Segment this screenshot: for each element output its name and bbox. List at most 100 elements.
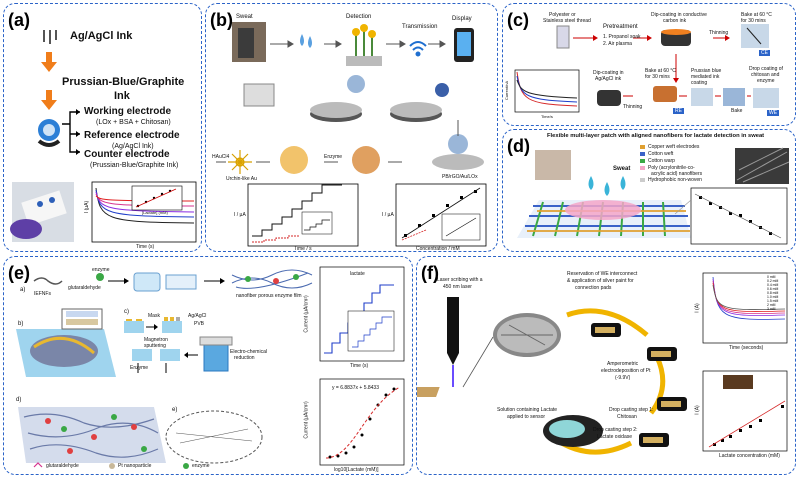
e-legend: lactate: [350, 271, 365, 277]
panel-d-graphics: [517, 145, 790, 245]
ink-dropper-icon: [43, 30, 57, 44]
f-res: Reservation of WE interconnect: [567, 271, 638, 277]
c-dipb: Ag/AgCl ink: [595, 76, 622, 82]
f-legend-item: 2 mM: [767, 303, 776, 307]
c-s4b: for 30 mins: [741, 18, 766, 24]
b-x2: Concentration / mM: [416, 246, 460, 252]
wifi-icon: [409, 41, 427, 57]
c-thin2: Thinning: [623, 104, 643, 110]
d-legend-4b: acrylic acid) nanofibers: [651, 171, 703, 177]
b-display: Display: [452, 16, 472, 22]
c-we: WE: [767, 110, 780, 116]
c-pbb: mediated ink: [691, 74, 720, 80]
c-dip: Dip-coating in: [593, 70, 624, 76]
e-glut: glutaraldehyde: [68, 285, 101, 291]
arrow-down-2: [41, 90, 57, 110]
f-drop2: Drop casting step 2:: [593, 427, 638, 433]
panel-c: (c) Polyester or Stainless steel thread …: [502, 3, 796, 126]
c-bake2b: for 30 mins: [645, 74, 670, 80]
d-legend-4: Poly (acrylonitrile-co-: [648, 165, 695, 171]
re-sub-label: (Ag/AgCl Ink): [112, 143, 154, 150]
d-legend-3: Cotton warp: [648, 158, 675, 164]
f-legend-item: 0.4 mM: [767, 283, 779, 287]
c-dropc: enzyme: [757, 78, 775, 84]
c-bake2: Bake at 60 °C: [645, 68, 676, 74]
b-urchin: Urchin-like Au: [226, 176, 257, 182]
f-plot2-x: Lactate concentration (mM): [719, 453, 780, 459]
c-dropb: chitosan and: [751, 72, 780, 78]
c-plot-x: Time/s: [541, 114, 553, 119]
e-key-3: enzyme: [192, 463, 210, 469]
e-enzyme2: Enzyme: [130, 365, 149, 371]
c-ce: CE: [759, 50, 770, 56]
e-sub-c: c): [124, 309, 129, 315]
panel-b: (b): [205, 3, 498, 252]
e-enzyme: enzyme: [92, 267, 110, 273]
c-re: RE: [673, 108, 684, 114]
d-sweat: Sweat: [613, 166, 631, 172]
ce-label: Counter electrode: [84, 149, 170, 160]
panel-a: (a) Ag/AgCl Ink Pru: [3, 3, 202, 252]
e-magnetron: Magnetron: [144, 337, 168, 343]
d-title: Flexible multi-layer patch with aligned …: [547, 133, 765, 139]
f-ampb: electrodeposition of Pt: [601, 368, 651, 374]
f-legend-item: 1.5 mM: [767, 299, 779, 303]
panel-b-graphics: [216, 22, 487, 247]
c-s3b: carbon ink: [663, 18, 687, 24]
panel-c-graphics: [514, 24, 779, 113]
b-sweat: Sweat: [236, 14, 253, 20]
b-enzyme: Enzyme: [324, 154, 343, 160]
f-drop2b: Lactate oxidase: [597, 434, 633, 440]
f-laserb: 450 nm laser: [443, 284, 472, 290]
c-s1b: Stainless steel thread: [543, 18, 591, 24]
b-y2: I / µA: [382, 212, 394, 218]
d-legend-2: Cotton weft: [648, 151, 674, 157]
f-legend: 0 mM 0.2 mM 0.4 mM 0.6 mM 0.8 mM 1.0 mM …: [767, 275, 778, 311]
f-laser: Laser scribing with a: [437, 277, 483, 283]
ink1-label: Ag/AgCl Ink: [70, 30, 133, 42]
panel-b-label: (b): [210, 10, 233, 30]
f-legend-item: 0.8 mM: [767, 291, 779, 295]
we-label: Working electrode: [84, 106, 172, 117]
f-plot1-x: Time (seconds): [729, 345, 764, 351]
e-agagcl: Ag/AgCl: [188, 313, 207, 319]
a-plot-ylabel: I (µA): [84, 200, 91, 214]
f-solb: applied to sensor: [507, 414, 546, 420]
b-detection: Detection: [346, 14, 372, 20]
panel-a-graphics: [10, 30, 197, 243]
c-s2a: 1. Propanol soak: [603, 34, 641, 40]
c-s4: Bake at 60 °C: [741, 12, 772, 18]
e-x2: log10[Lactate (mM)]: [334, 467, 379, 473]
e-y1: Current (µA/cm²): [303, 295, 310, 333]
electrode-icon: [37, 119, 61, 147]
c-pbc: coating: [691, 80, 708, 86]
urchin-au-graphic: [228, 150, 252, 174]
b-x1: Time / s: [294, 246, 312, 252]
b-product: PB/rGO/Au/LOx: [442, 174, 478, 180]
f-legend-item: 0 mM: [767, 275, 776, 279]
e-mask: Mask: [148, 313, 160, 319]
panel-c-label: (c): [507, 10, 529, 30]
e-x1: Time (s): [350, 363, 369, 369]
f-resc: connection pads: [575, 285, 612, 291]
a-inset-xlabel: [Lactate] (mM): [142, 210, 168, 215]
c-s2b: 2. Air plasma: [603, 41, 632, 47]
e-electro: Electro-chemical: [230, 349, 267, 355]
c-s3: Dip-coating in conductive: [651, 12, 707, 18]
e-sputtering: sputtering: [144, 343, 166, 349]
f-drop1b: Chitosan: [617, 414, 637, 420]
panel-e-label: (e): [8, 263, 30, 283]
we-sub-label: (LOx + BSA + Chitosan): [96, 119, 171, 126]
f-resb: & application of silver paint for: [567, 278, 634, 284]
c-s1: Polyester or: [549, 12, 576, 18]
b-haucl: HAuCl4: [212, 154, 230, 160]
ink2-label: Prussian-Blue/Graphite: [62, 76, 185, 88]
f-sol: Solution containing Lactate: [497, 407, 558, 413]
f-legend-item: 3 mM: [767, 307, 776, 311]
e-key-1: glutaraldehyde: [46, 463, 79, 469]
re-label: Reference electrode: [84, 130, 180, 141]
e-reduction: reduction: [234, 355, 255, 361]
d-legend-5: Hydrophobic non-woven: [648, 177, 702, 183]
e-sub-b: b): [18, 321, 24, 327]
c-thin: Thinning: [709, 30, 729, 36]
